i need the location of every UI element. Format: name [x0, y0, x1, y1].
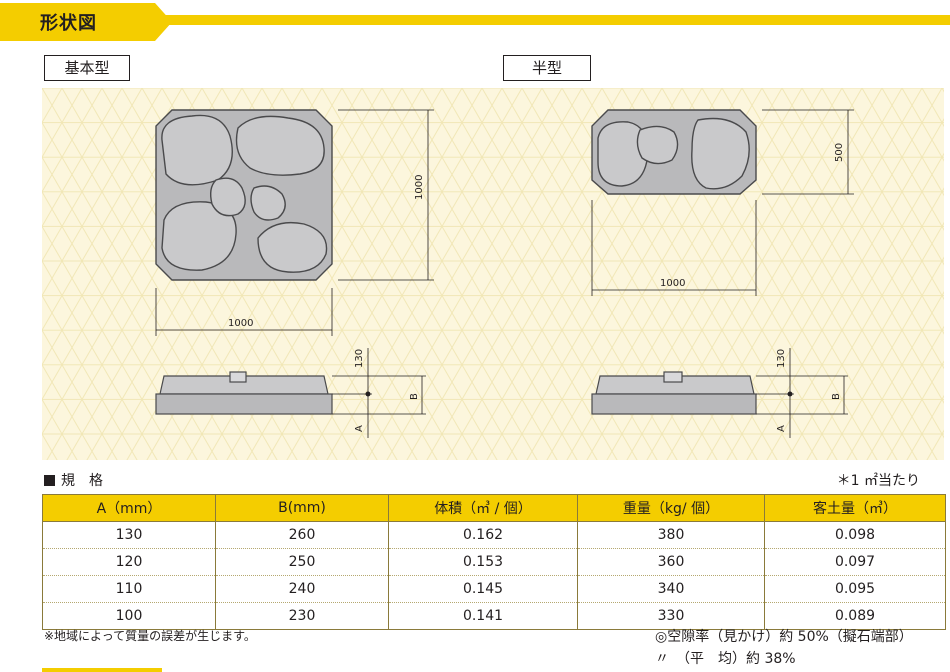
spec-header-row: A（mm） B(mm) 体積（㎥ / 個） 重量（kg/ 個） 客土量（㎥）: [42, 494, 946, 522]
half-type-elevation: [591, 371, 757, 415]
section-title: 形状図: [40, 13, 97, 34]
table-row: 110 240 0.145 340 0.095: [42, 575, 946, 603]
basic-dim-b: B: [409, 393, 420, 400]
table-cell: 0.095: [764, 575, 946, 603]
half-dim-dot: [787, 391, 793, 397]
table-cell: 130: [42, 521, 216, 549]
label-half-type: 半型: [503, 55, 591, 81]
table-row: 130 260 0.162 380 0.098: [42, 521, 946, 549]
footnote-weight: ※地域によって質量の誤差が生じます。: [44, 629, 256, 643]
col-header: A（mm）: [42, 494, 216, 522]
table-cell: 360: [577, 548, 765, 576]
table-cell: 110: [42, 575, 216, 603]
shape-drawing: 1000 1000 130 B A: [42, 88, 944, 460]
table-cell: 250: [215, 548, 389, 576]
table-cell: 380: [577, 521, 765, 549]
table-cell: 0.145: [388, 575, 578, 603]
basic-type-elevation: [155, 371, 333, 415]
table-cell: 330: [577, 602, 765, 630]
table-cell: 0.097: [764, 548, 946, 576]
void-ratio-apparent: ◎空隙率（見かけ）約 50%（擬石端部）: [655, 629, 913, 645]
half-dim-a: A: [776, 425, 787, 432]
basic-dim-130: 130: [354, 349, 365, 368]
spec-heading: 規 格: [44, 470, 103, 490]
table-row: 100 230 0.141 330 0.089: [42, 602, 946, 630]
half-dim-b: B: [831, 393, 842, 400]
table-cell: 100: [42, 602, 216, 630]
table-cell: 0.089: [764, 602, 946, 630]
table-cell: 240: [215, 575, 389, 603]
label-basic-type: 基本型: [44, 55, 130, 81]
table-row: 120 250 0.153 360 0.097: [42, 548, 946, 576]
col-header: 重量（kg/ 個）: [577, 494, 765, 522]
basic-dim-lines: [155, 109, 434, 336]
basic-type-plan: [155, 109, 333, 281]
header-rule: [150, 15, 950, 25]
table-cell: 340: [577, 575, 765, 603]
table-cell: 0.098: [764, 521, 946, 549]
half-width-dim: 1000: [660, 278, 685, 289]
col-header: B(mm): [215, 494, 389, 522]
void-ratio-average: 〃 （平 均）約 38%: [655, 651, 796, 667]
basic-dim-a: A: [354, 425, 365, 432]
table-cell: 0.153: [388, 548, 578, 576]
table-cell: 260: [215, 521, 389, 549]
half-type-plan: [591, 109, 757, 195]
table-cell: 0.162: [388, 521, 578, 549]
spec-table: A（mm） B(mm) 体積（㎥ / 個） 重量（kg/ 個） 客土量（㎥） 1…: [42, 494, 946, 630]
basic-height-dim: 1000: [414, 175, 425, 200]
basic-dim-dot: [365, 391, 371, 397]
header-tab: [0, 3, 172, 41]
table-cell: 120: [42, 548, 216, 576]
col-header: 体積（㎥ / 個）: [388, 494, 578, 522]
half-height-dim: 500: [834, 143, 845, 162]
table-cell: 230: [215, 602, 389, 630]
unit-note: ＊1 ㎡当たり: [836, 473, 920, 489]
bottom-accent-bar: [42, 668, 162, 672]
drawing-svg: 1000 1000 130 B A: [42, 88, 944, 460]
square-bullet-icon: [44, 475, 55, 486]
half-dim-130: 130: [776, 349, 787, 368]
basic-width-dim: 1000: [228, 318, 253, 329]
section-header: 形状図: [0, 0, 950, 46]
half-dim-lines: [591, 109, 854, 296]
spec-title-text: 規 格: [61, 473, 103, 489]
table-cell: 0.141: [388, 602, 578, 630]
col-header: 客土量（㎥）: [764, 494, 946, 522]
